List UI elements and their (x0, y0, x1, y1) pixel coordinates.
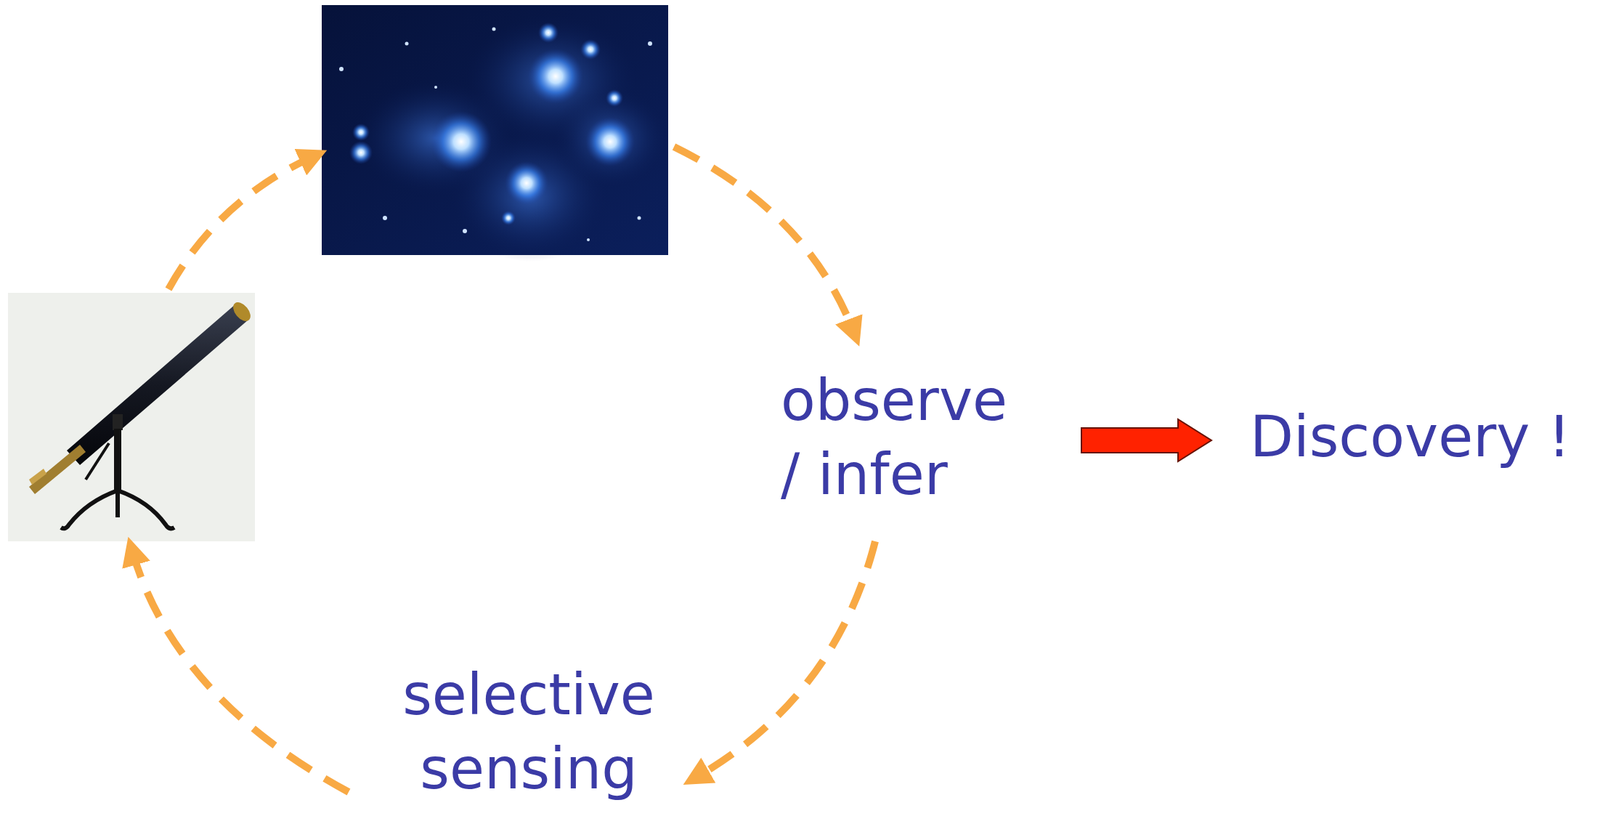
step-label: observe / infer (780, 363, 1028, 512)
star-cluster-photo (321, 5, 669, 262)
step-label: selective sensing (383, 657, 674, 806)
result-label: Discovery ! (1249, 399, 1571, 474)
telescope-photo (7, 292, 255, 542)
result-arrow (1081, 419, 1212, 462)
